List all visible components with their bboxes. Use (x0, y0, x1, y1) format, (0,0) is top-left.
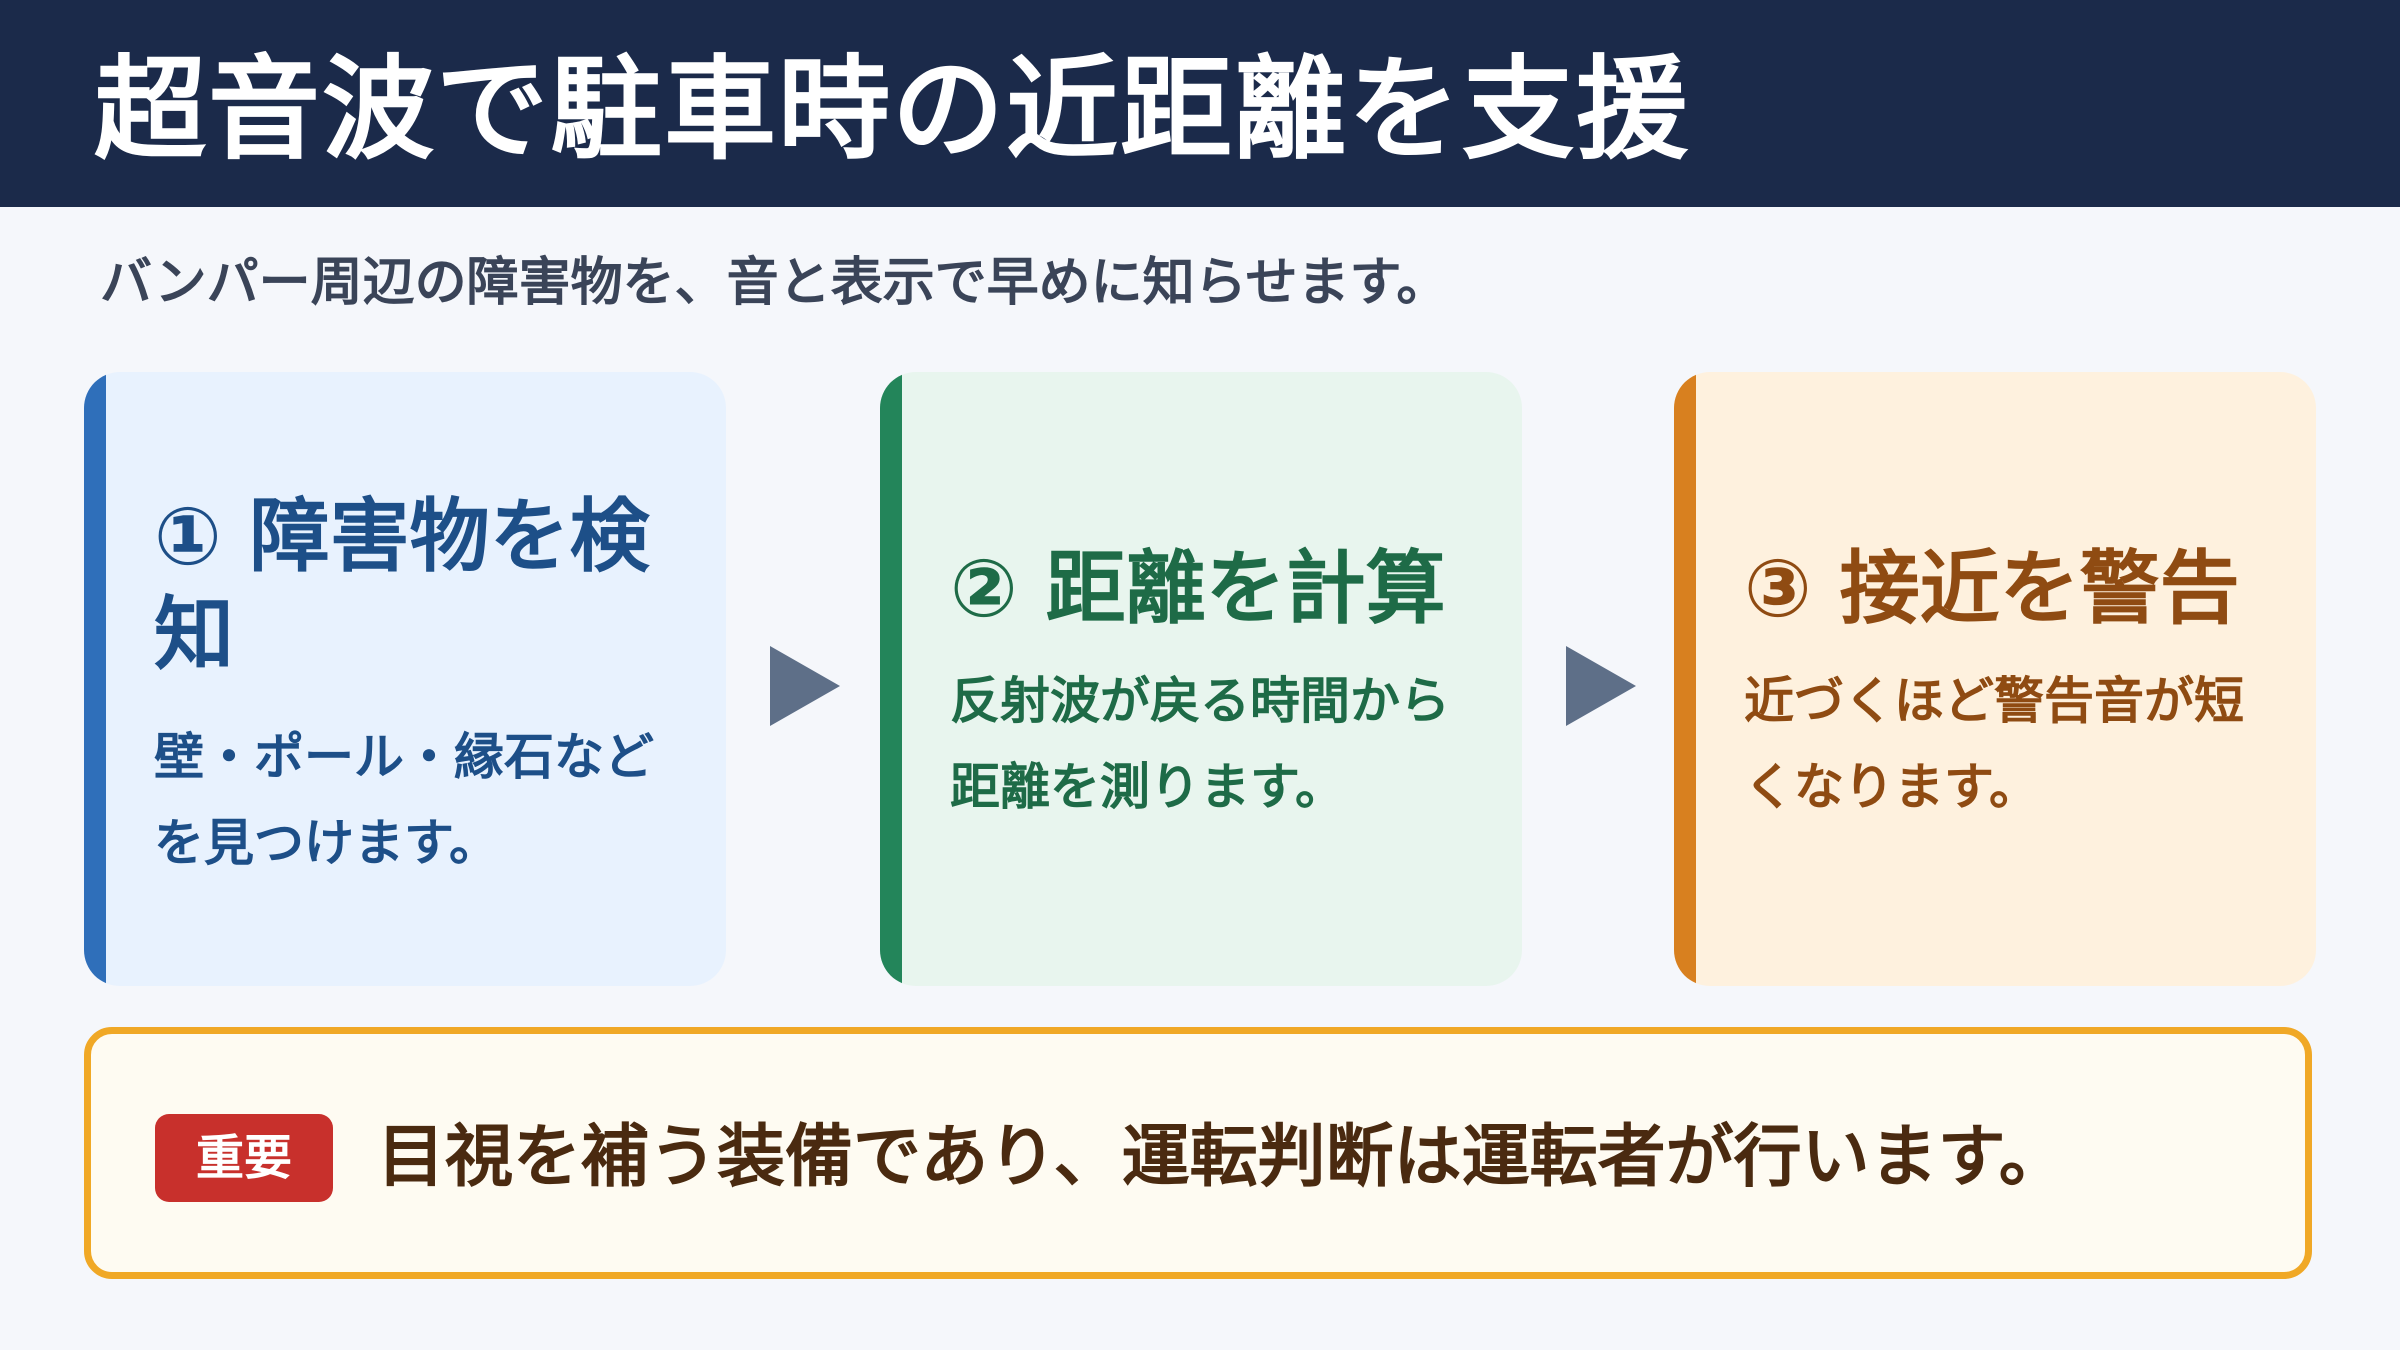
header-bar: 超音波で駐車時の近距離を支援 (0, 0, 2400, 207)
step-title: ③ 接近を警告 (1744, 542, 2240, 635)
step-title: ② 距離を計算 (950, 542, 1446, 635)
arrow-right-icon (1566, 646, 1636, 726)
subtitle: バンパー周辺の障害物を、音と表示で早めに知らせます。 (100, 253, 1449, 313)
step-description: 壁・ポール・縁石などを見つけます。 (154, 728, 654, 872)
step-card-detect: ① 障害物を検知 壁・ポール・縁石などを見つけます。 (84, 372, 726, 986)
important-badge: 重要 (155, 1114, 333, 1202)
step-title: ① 障害物を検知 (154, 490, 650, 681)
important-note: 重要 目視を補う装備であり、運転判断は運転者が行います。 (84, 1027, 2312, 1279)
note-text: 目視を補う装備であり、運転判断は運転者が行います。 (377, 1118, 2067, 1197)
step-description: 反射波が戻る時間から距離を測ります。 (950, 672, 1450, 816)
arrow-right-icon (770, 646, 840, 726)
step-card-calculate: ② 距離を計算 反射波が戻る時間から距離を測ります。 (880, 372, 1522, 986)
page-title: 超音波で駐車時の近距離を支援 (94, 45, 1690, 175)
step-card-warn: ③ 接近を警告 近づくほど警告音が短くなります。 (1674, 372, 2316, 986)
step-description: 近づくほど警告音が短くなります。 (1744, 672, 2244, 816)
